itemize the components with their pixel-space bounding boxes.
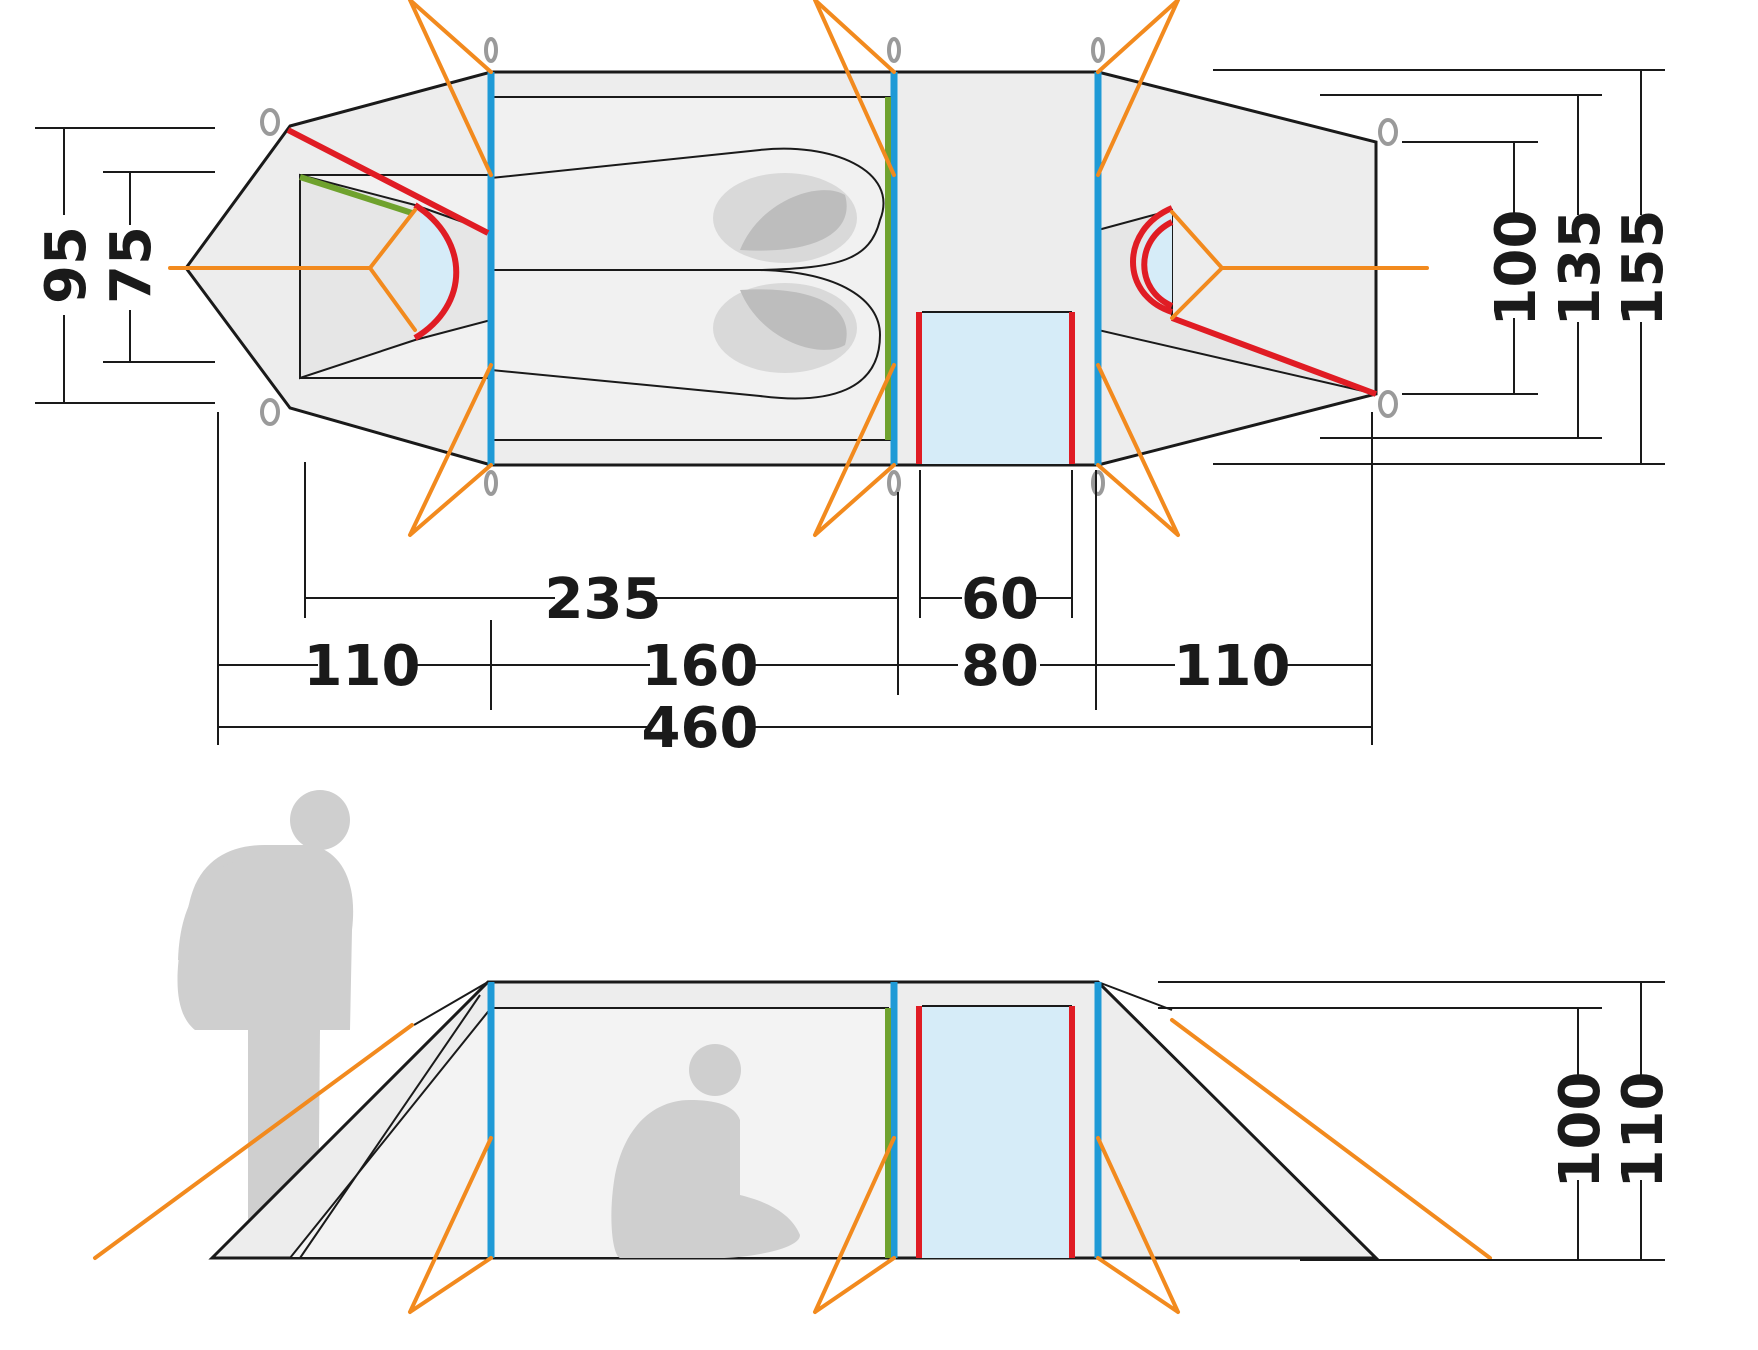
- dim-total-length: 460: [642, 696, 759, 761]
- dim-side-inner-height: 100: [1548, 1072, 1613, 1189]
- side-inner-edge-2: [1097, 981, 1173, 1011]
- dim-right-mid-height: 135: [1548, 210, 1613, 327]
- green-pole-left: [299, 174, 413, 216]
- red-pole-right-entrance: [1130, 205, 1378, 397]
- dim-right-inner-height: 100: [1484, 210, 1549, 327]
- dim-sleeping-area: 160: [642, 634, 759, 699]
- side-inner-edge: [299, 994, 481, 1259]
- dim-right-outer-height: 155: [1611, 210, 1676, 327]
- horizontal-dimensions: 235 60 110 160 80 110 460: [217, 412, 1373, 761]
- sleeping-bag-top: [490, 147, 885, 271]
- dim-center-vestibule: 80: [961, 634, 1039, 699]
- pillow-shade-top: [740, 190, 847, 251]
- guy-lines-side-view: [93, 1018, 1492, 1314]
- pillow-shade-bottom: [740, 289, 847, 350]
- peg-loops: [260, 37, 1398, 496]
- sleeping-bag-bottom: [490, 269, 882, 400]
- side-center-door: [922, 1006, 1072, 1258]
- red-pole-left-entrance: [286, 127, 490, 341]
- side-red-pole-arc: [413, 981, 489, 1026]
- dim-inner-tent-length: 235: [545, 567, 662, 632]
- sitting-person-icon: [611, 1044, 800, 1258]
- dim-side-outer-height: 110: [1611, 1072, 1676, 1189]
- dim-left-vestibule: 110: [304, 634, 421, 699]
- standing-person-icon: [177, 790, 354, 1255]
- top-view: 95 75 100 135 155 2: [34, 0, 1676, 761]
- left-dimensions: 95 75: [34, 127, 215, 404]
- side-dimensions: 100 110: [1158, 981, 1676, 1261]
- dim-left-inner-height: 75: [99, 226, 164, 304]
- dim-left-outer-height: 95: [34, 226, 99, 304]
- dim-right-vestibule: 110: [1174, 634, 1291, 699]
- guy-lines-top-view: [168, 0, 1429, 537]
- center-door-panel: [922, 312, 1072, 464]
- right-dimensions: 100 135 155: [1213, 69, 1676, 465]
- dim-door-width: 60: [961, 567, 1039, 632]
- side-view: 100 110: [93, 790, 1676, 1314]
